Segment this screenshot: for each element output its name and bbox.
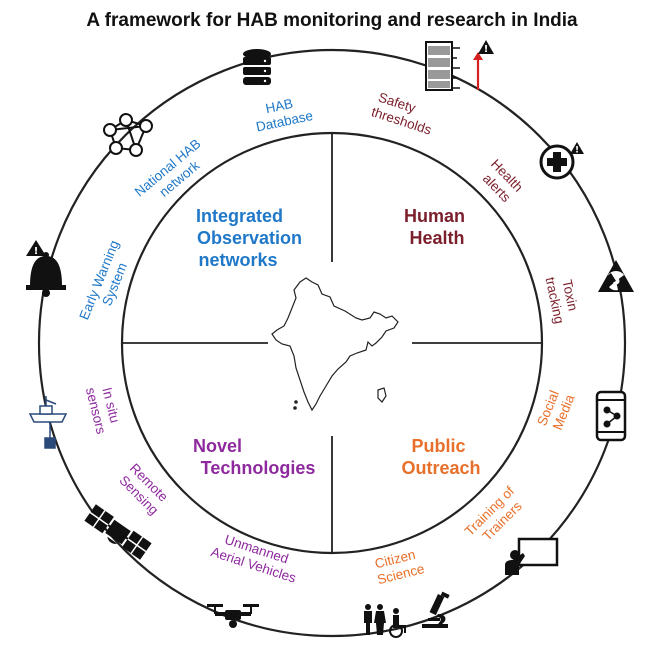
diagram-title: A framework for HAB monitoring and resea…: [86, 10, 578, 31]
quadrant-title-line: Novel: [193, 436, 242, 456]
ring-label-line: Toxin: [559, 278, 580, 312]
research-vessel-icon: [28, 396, 68, 449]
ring-label-uav: Unmanned Aerial Vehicles: [209, 529, 303, 586]
quadrant-title-line: networks: [198, 250, 277, 270]
quadrant-title-line: Human: [404, 206, 465, 226]
presentation-icon: [505, 537, 559, 575]
drone-icon: [207, 604, 259, 628]
quadrant-title-line: Outreach: [401, 458, 480, 478]
ring-label-health-alerts: Health alerts: [476, 156, 528, 208]
hazard-icon: [598, 260, 634, 292]
ring-label-line: HAB: [264, 96, 294, 116]
outer-ring: [37, 48, 627, 638]
microscope-icon: [422, 591, 450, 628]
medical-alert-icon: !: [539, 142, 584, 180]
quadrant-title-health: Human Health: [404, 206, 470, 248]
citizens-icon: [364, 604, 406, 638]
svg-text:!: !: [484, 44, 489, 55]
network-icon: [103, 113, 153, 157]
quadrant-title-line: Observation: [197, 228, 302, 248]
quadrant-title-line: Public: [411, 436, 465, 456]
threshold-gauge-icon: !: [425, 40, 494, 91]
quadrant-title-line: Health: [409, 228, 464, 248]
alarm-bell-icon: !: [26, 240, 66, 297]
ring-label-safety-thresholds: Safety thresholds: [370, 89, 439, 138]
quadrant-title-line: Integrated: [196, 206, 283, 226]
ring-label-social-media: Social Media: [534, 385, 578, 434]
ring-label-in-situ: In situ sensors: [83, 382, 125, 436]
satellite-icon: [84, 504, 152, 560]
ring-label-toxin-tracking: Toxin tracking: [543, 272, 583, 325]
svg-text:!: !: [34, 246, 39, 257]
quadrant-title-integrated: Integrated Observation networks: [196, 206, 307, 270]
quadrant-title-novel: Novel Technologies: [193, 436, 315, 478]
database-icon: [243, 49, 271, 85]
india-map: [271, 277, 399, 412]
ring-label-early-warning: Early Warning System: [76, 235, 138, 328]
quadrant-title-line: Technologies: [201, 458, 316, 478]
ring-label-hab-database: HAB Database: [251, 92, 314, 134]
smartphone-icon: [595, 390, 627, 442]
ring-label-national-network: National HAB network: [132, 134, 217, 212]
ring-label-citizen-science: Citizen Science: [372, 546, 426, 588]
svg-text:!: !: [575, 146, 579, 156]
quadrant-title-outreach: Public Outreach: [401, 436, 480, 478]
